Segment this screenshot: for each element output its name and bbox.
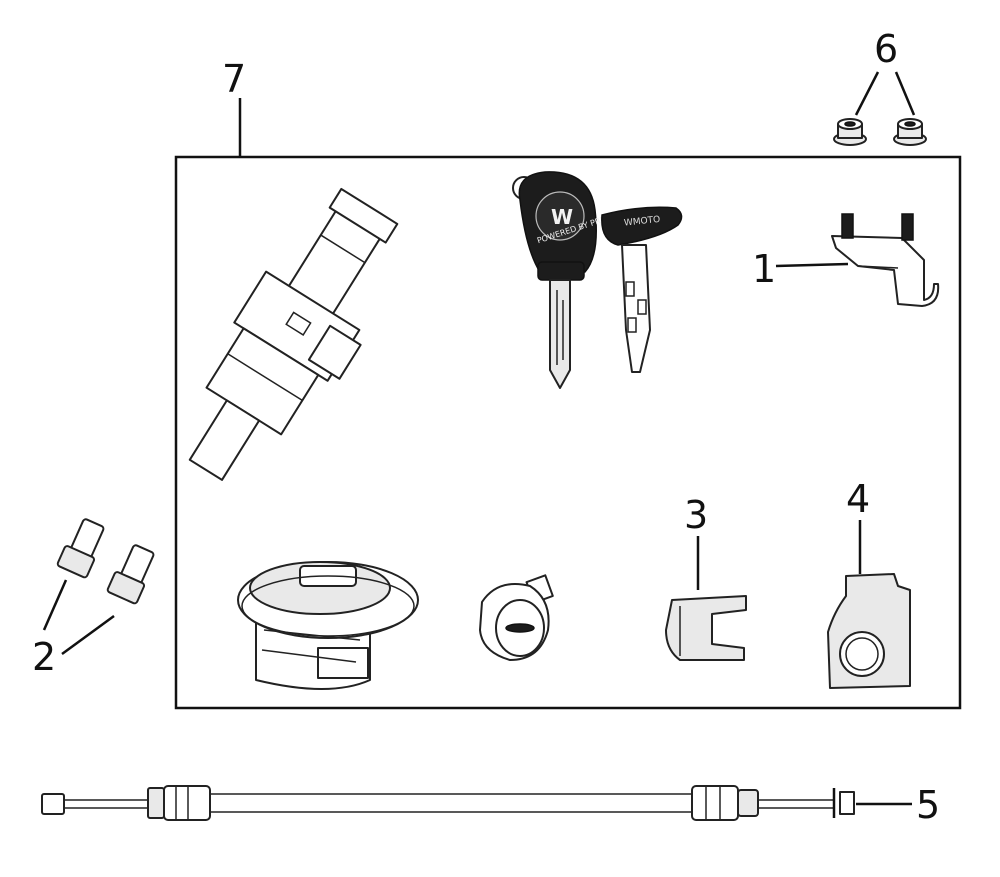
- fuel-cap: [237, 561, 419, 690]
- callout-7: 7: [222, 57, 246, 101]
- leader-6-left: [854, 71, 880, 116]
- leader-2-upper: [42, 579, 68, 631]
- cap-upper: [56, 518, 105, 579]
- key-black: POWERED BY PRESS W: [512, 171, 616, 389]
- clip: [665, 595, 747, 661]
- cap-lower: [106, 544, 155, 605]
- key-brand: WMOTO: [624, 215, 661, 229]
- flange-nut-left: [833, 118, 867, 146]
- callout-3: 3: [684, 493, 708, 537]
- bracket: [831, 213, 940, 307]
- key-logo: W: [551, 205, 573, 229]
- seat-lock: [479, 574, 554, 661]
- key-folding: WMOTO: [601, 206, 683, 373]
- callout-1: 1: [752, 247, 776, 291]
- callout-2: 2: [32, 635, 56, 679]
- callout-5: 5: [916, 783, 940, 827]
- leader-1: [775, 262, 849, 268]
- kit-box: [174, 155, 962, 710]
- cable: [41, 785, 855, 821]
- leader-6-right: [894, 71, 916, 116]
- leader-2-lower: [61, 614, 115, 656]
- flange-nut-right: [893, 118, 927, 146]
- cover-plate: [827, 573, 911, 689]
- ignition-switch: [188, 187, 399, 481]
- callout-6: 6: [874, 27, 898, 71]
- callout-4: 4: [846, 477, 870, 521]
